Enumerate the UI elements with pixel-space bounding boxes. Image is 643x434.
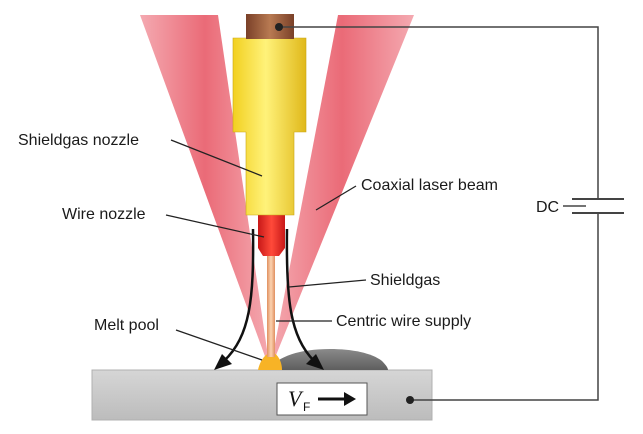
leader-shieldgas-nozzle xyxy=(170,139,263,177)
feed-velocity-symbol: V xyxy=(288,386,304,411)
wire-nozzle-body xyxy=(258,212,285,256)
shieldgas-arrowhead-left xyxy=(214,354,232,370)
leader-wire-nozzle xyxy=(165,214,265,238)
dc-circuit-bottom xyxy=(412,213,599,401)
label-melt-pool: Melt pool xyxy=(94,317,159,334)
leader-shieldgas xyxy=(288,279,367,288)
shieldgas-nozzle-body xyxy=(232,37,307,216)
dc-contact-top xyxy=(275,23,283,31)
leader-melt-pool xyxy=(175,329,263,361)
label-centric-wire-supply: Centric wire supply xyxy=(336,313,471,330)
label-shieldgas-nozzle: Shieldgas nozzle xyxy=(18,132,139,149)
wire xyxy=(267,254,275,357)
label-coaxial-laser-beam: Coaxial laser beam xyxy=(361,177,498,194)
laser-beam-right xyxy=(270,15,414,370)
label-shieldgas: Shieldgas xyxy=(370,272,440,289)
leader-coaxial-laser-beam xyxy=(315,185,357,211)
laser-beam-left xyxy=(140,15,270,370)
shieldgas-flow-left xyxy=(223,228,255,362)
workpiece-plate xyxy=(91,369,433,421)
dc-circuit-top xyxy=(280,26,599,199)
shieldgas-arrowhead-right xyxy=(306,354,324,370)
label-dc: DC xyxy=(536,199,559,216)
shieldgas-flow-right xyxy=(285,228,315,362)
label-wire-nozzle: Wire nozzle xyxy=(62,206,146,223)
melt-pool-shape xyxy=(258,352,282,370)
feed-direction-arrowhead xyxy=(344,392,356,406)
feed-velocity-subscript: F xyxy=(303,400,310,414)
dc-contact-workpiece xyxy=(406,396,414,404)
weld-bead xyxy=(268,349,388,370)
